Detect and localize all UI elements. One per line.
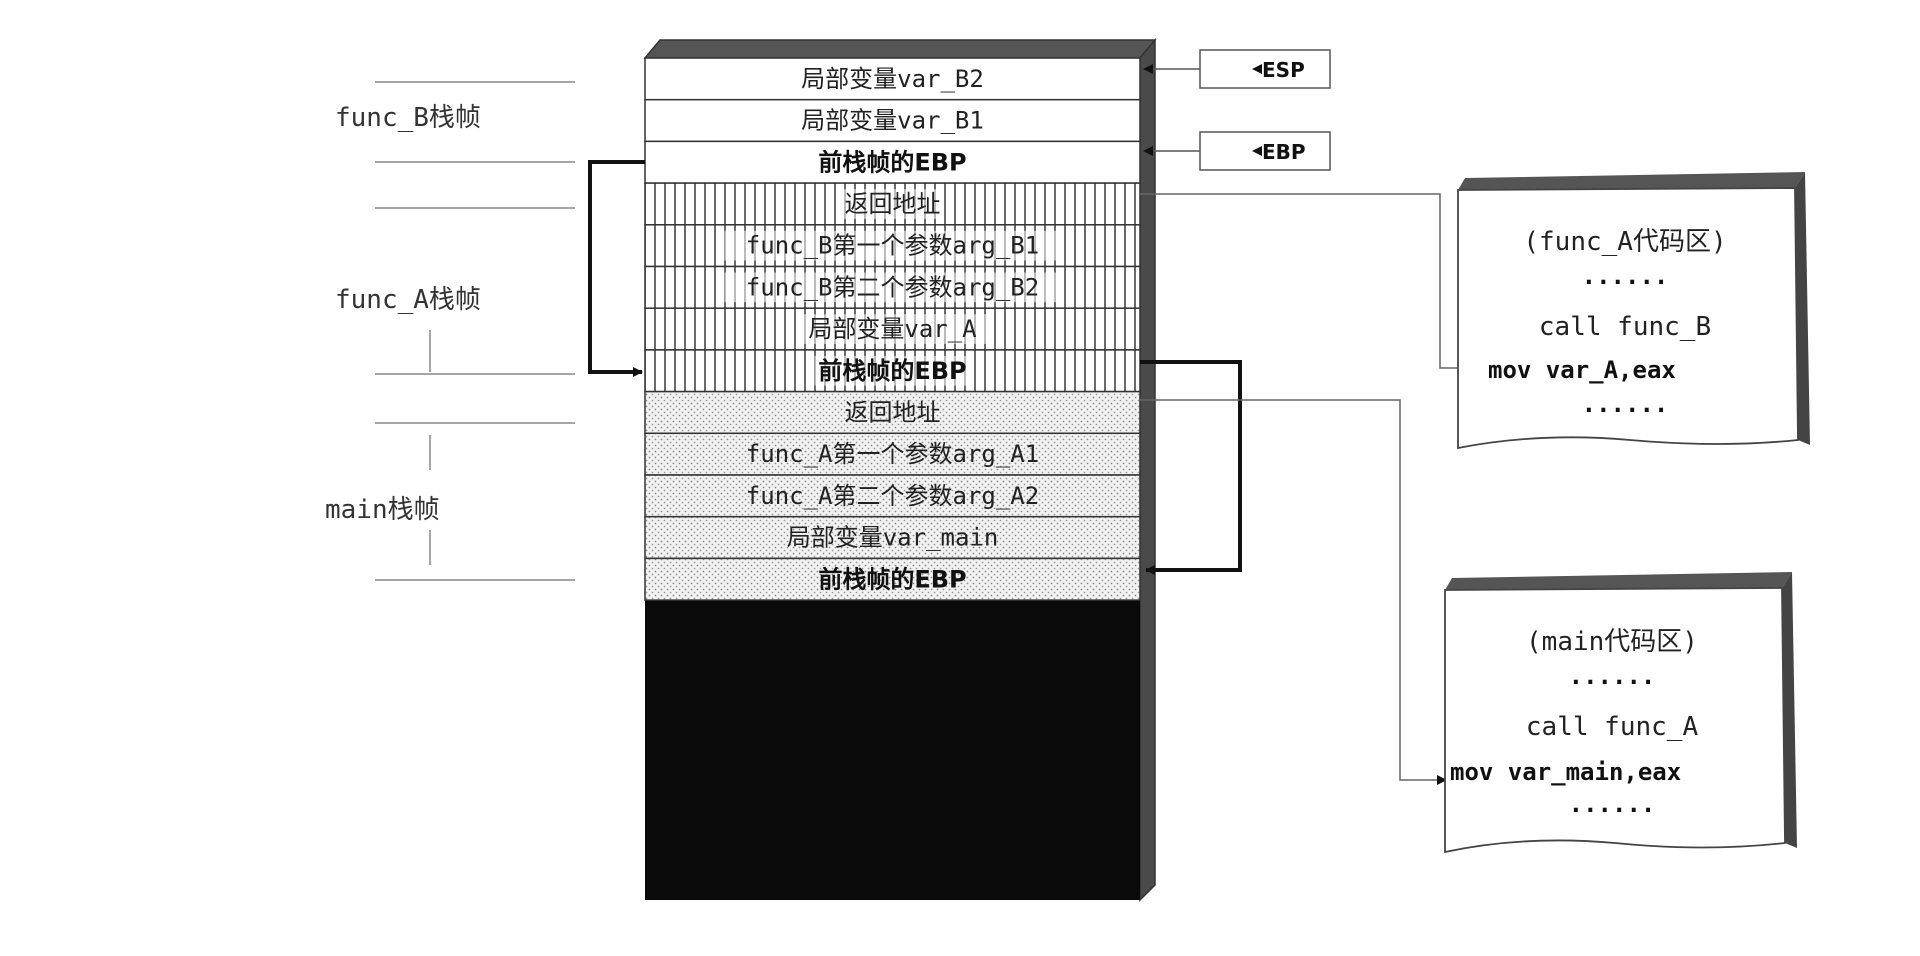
cell-var-b1: 局部变量var_B1 [644,98,1141,143]
cell-var-b2: 局部变量var_B2 [644,57,1141,101]
cell-return-addr-main-label: 返回地址 [845,398,941,426]
cell-return-addr-main: 返回地址 [644,390,1141,435]
func-a-mov-line: mov var_A,eax [1488,356,1676,384]
cell-var-a: 局部变量var_A [644,307,1141,351]
esp-pointer: ESP [1143,49,1331,89]
func-a-code-area: (func_A代码区) ······ call func_B mov var_A… [1457,172,1810,450]
cell-prev-ebp-main: 前栈帧的EBP [644,557,1141,601]
cell-var-b2-label: 局部变量var_B2 [801,65,984,93]
cell-prev-ebp-a-label: 前栈帧的EBP [818,357,966,385]
func-a-dots-top: ······ [1582,268,1669,296]
ebp-arrow-icon [1252,146,1262,156]
cell-return-addr-a: 返回地址 [644,182,1141,226]
cell-prev-ebp-main-label: 前栈帧的EBP [818,565,966,593]
cell-arg-b2: func_B第二个参数arg_B2 [644,265,1141,309]
main-mov-line: mov var_main,eax [1450,758,1681,786]
cell-prev-ebp-b: 前栈帧的EBP [644,140,1141,184]
main-dots-top: ······ [1569,668,1656,696]
main-code-area: (main代码区) ······ call func_A mov var_mai… [1444,572,1797,854]
cell-arg-b2-label: func_B第二个参数arg_B2 [746,273,1039,301]
cell-arg-b1: func_B第一个参数arg_B1 [644,224,1141,268]
stack-bottom-region [645,600,1140,900]
esp-arrow-icon [1252,64,1262,74]
main-dots-bottom: ······ [1569,796,1656,824]
cell-prev-ebp-a: 前栈帧的EBP [644,349,1141,393]
stack-block [643,37,1157,902]
cell-prev-ebp-b-label: 前栈帧的EBP [818,148,966,176]
ebp-chain-arrow-a-to-main [1140,360,1242,575]
return-arrow-func-a [1140,193,1485,373]
ebp-pointer: EBP [1143,131,1331,171]
cell-arg-a1-label: func_A第一个参数arg_A1 [746,440,1039,468]
esp-label: ESP [1262,58,1305,82]
cell-arg-a2-label: func_A第二个参数arg_A2 [746,482,1039,510]
cell-return-addr-a-label: 返回地址 [845,190,941,218]
cell-var-main-label: 局部变量var_main [787,524,999,552]
main-frame-label: main栈帧 [325,495,440,525]
cell-arg-a2: func_A第二个参数arg_A2 [644,474,1141,518]
func-a-frame-label: func_A栈帧 [335,285,481,315]
func-a-code-title: (func_A代码区) [1523,227,1726,257]
func-a-dots-bottom: ······ [1582,396,1669,424]
stack-cells: 局部变量var_B2 局部变量var_B1 前栈帧的EBP 返回地址 func_B第一个… [644,57,1141,601]
return-arrow-main [1140,399,1447,785]
cell-var-a-label: 局部变量var_A [808,315,977,343]
frame-separators [375,81,575,581]
cell-var-main: 局部变量var_main [644,515,1141,560]
main-code-title: (main代码区) [1526,627,1698,657]
ebp-label: EBP [1262,140,1306,164]
cell-var-b1-label: 局部变量var_B1 [801,107,984,135]
ebp-chain-arrow-b-to-a [588,160,645,377]
cell-arg-a1: func_A第一个参数arg_A1 [644,432,1141,476]
func-a-call-line: call func_B [1539,312,1711,342]
func-b-frame-label: func_B栈帧 [335,103,481,133]
cell-arg-b1-label: func_B第一个参数arg_B1 [746,232,1039,260]
main-call-line: call func_A [1526,712,1699,742]
